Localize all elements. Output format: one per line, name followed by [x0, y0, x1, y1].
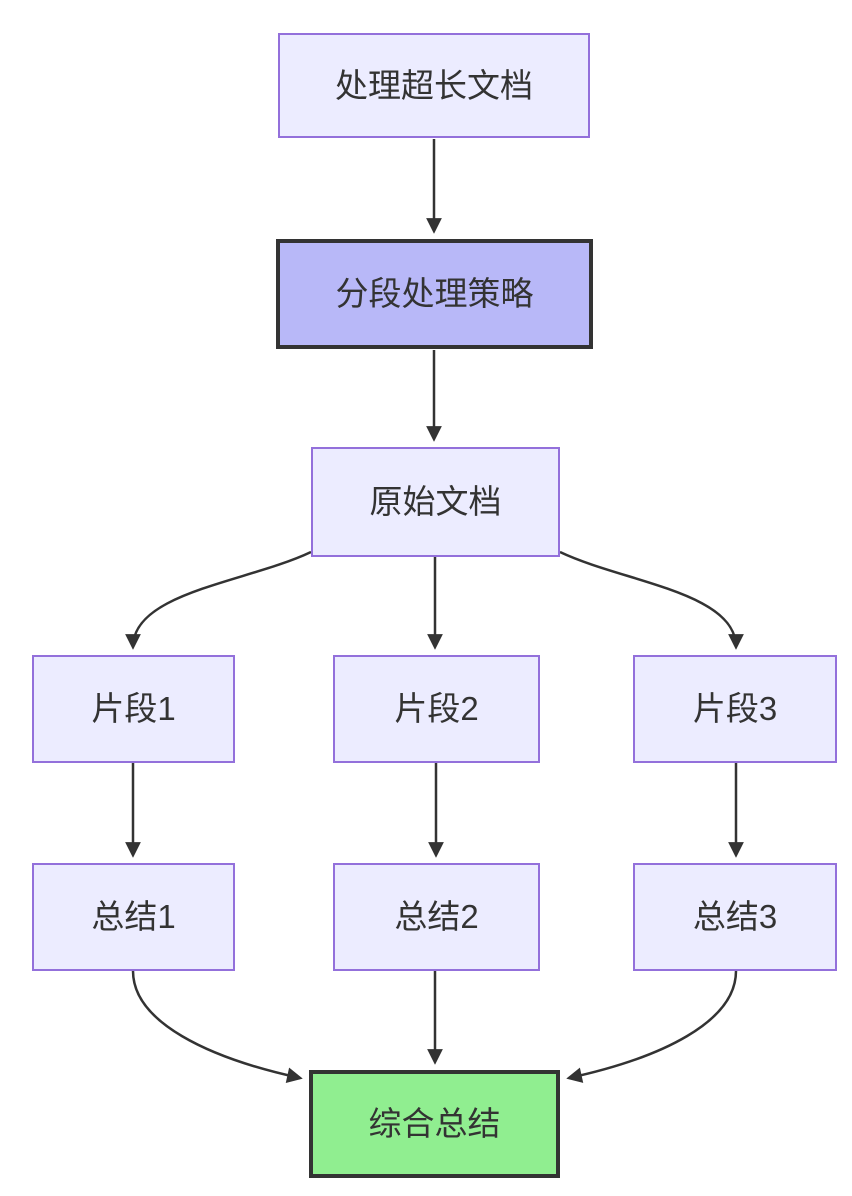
node-final-summary: 综合总结 — [309, 1070, 560, 1178]
node-chunk-3: 片段3 — [633, 655, 837, 763]
node-summary-1: 总结1 — [32, 863, 235, 971]
node-source-doc: 原始文档 — [311, 447, 560, 557]
node-segment-strategy: 分段处理策略 — [276, 239, 593, 349]
node-source-doc-label: 原始文档 — [369, 483, 502, 521]
node-chunk-2-label: 片段2 — [394, 690, 479, 728]
node-chunk-1: 片段1 — [32, 655, 235, 763]
edge-source-to-chunk-1 — [133, 550, 312, 647]
node-process-long-doc: 处理超长文档 — [278, 33, 590, 138]
node-summary-1-label: 总结1 — [91, 898, 176, 936]
edge-summary-1-to-final — [131, 970, 300, 1078]
node-summary-2-label: 总结2 — [394, 898, 479, 936]
node-summary-3: 总结3 — [633, 863, 837, 971]
node-final-summary-label: 综合总结 — [368, 1105, 501, 1143]
node-chunk-1-label: 片段1 — [91, 690, 176, 728]
node-summary-3-label: 总结3 — [692, 898, 778, 936]
node-chunk-3-label: 片段3 — [692, 690, 778, 728]
edge-source-to-chunk-3 — [559, 550, 736, 647]
node-segment-strategy-label: 分段处理策略 — [335, 275, 534, 313]
node-summary-2: 总结2 — [333, 863, 540, 971]
node-chunk-2: 片段2 — [333, 655, 540, 763]
node-process-long-doc-label: 处理超长文档 — [335, 66, 533, 104]
edge-summary-3-to-final — [569, 970, 738, 1078]
